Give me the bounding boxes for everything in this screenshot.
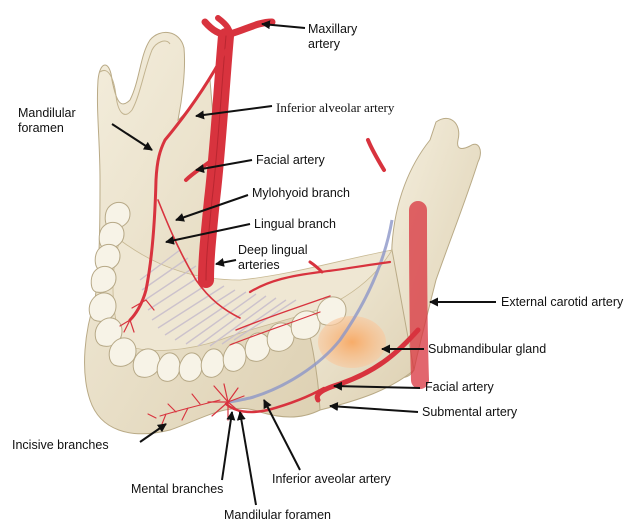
maxillary-artery — [205, 22, 272, 34]
label-facial-artery-bottom: Facial artery — [425, 380, 494, 395]
label-submandibular-gland: Submandibular gland — [428, 342, 546, 357]
label-lingual-branch: Lingual branch — [254, 217, 336, 232]
label-inferior-aveolar-artery-bottom: Inferior aveolar artery — [272, 472, 391, 487]
arrow-mandibular-foramen-bottom — [240, 412, 256, 505]
label-inferior-alveolar-artery-top: Inferior alveolar artery — [276, 100, 394, 115]
label-mandibular-foramen-top: Mandilular foramen — [18, 106, 100, 136]
label-mental-branches: Mental branches — [131, 482, 223, 497]
label-deep-lingual-arteries: Deep lingual arteries — [238, 243, 334, 273]
arrow-deep-lingual — [216, 260, 236, 264]
label-submental-artery: Submental artery — [422, 405, 517, 420]
label-maxillary-artery: Maxillary artery — [308, 22, 388, 52]
label-external-carotid-artery: External carotid artery — [501, 295, 623, 310]
label-mylohyoid-branch: Mylohyoid branch — [252, 186, 350, 201]
label-incisive-branches: Incisive branches — [12, 438, 109, 453]
arrow-submental — [330, 406, 418, 412]
label-mandibular-foramen-bottom: Mandilular foramen — [224, 508, 331, 523]
external-carotid-right — [418, 210, 420, 380]
arrow-mental — [222, 412, 232, 480]
arrow-maxillary — [262, 24, 305, 28]
label-facial-artery-top: Facial artery — [256, 153, 325, 168]
